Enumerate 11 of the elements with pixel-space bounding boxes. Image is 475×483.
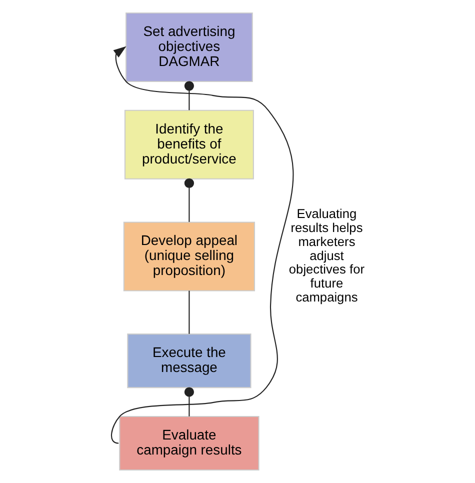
edge-label: Evaluating results helps marketers adjust objectives for future campaigns: [288, 206, 364, 305]
arrow: [110, 46, 294, 444]
connector: [184, 178, 194, 222]
connector: [188, 290, 190, 334]
node-box: Evaluate campaign results: [118, 416, 259, 471]
node-box: Identify the benefits of product/service: [124, 110, 254, 180]
connector: [184, 387, 194, 416]
connector: [184, 81, 194, 110]
node-box: Develop appeal (unique selling proposition): [122, 222, 255, 292]
node-box: Set advertising objectives DAGMAR: [125, 12, 252, 82]
node-box: Execute the message: [126, 334, 251, 388]
